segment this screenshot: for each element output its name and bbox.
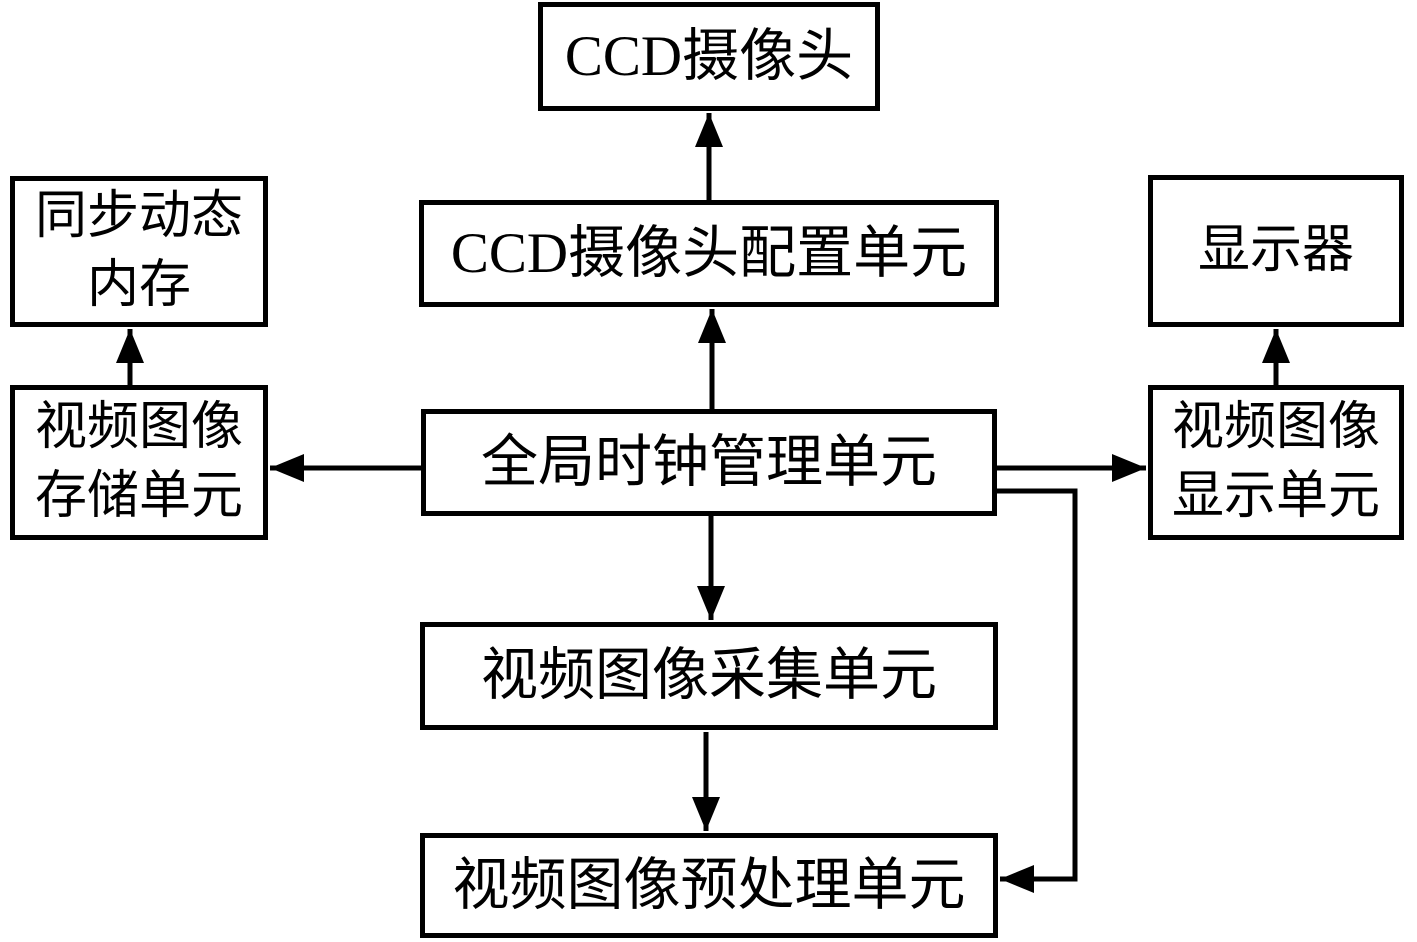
node-ccd-config-unit-label: CCD摄像头配置单元 (450, 221, 968, 285)
node-display-device-label: 显示器 (1197, 221, 1354, 279)
node-video-preprocess-unit: 视频图像预处理单元 (420, 833, 998, 938)
node-video-capture-unit-label: 视频图像采集单元 (481, 644, 937, 708)
node-video-capture-unit: 视频图像采集单元 (420, 622, 998, 730)
node-video-preprocess-unit-label: 视频图像预处理单元 (452, 853, 966, 917)
node-video-storage-unit: 视频图像 存储单元 (10, 385, 268, 540)
node-ccd-camera-label: CCD摄像头 (564, 24, 854, 88)
node-display-device: 显示器 (1148, 175, 1404, 327)
node-video-storage-unit-label: 视频图像 存储单元 (34, 398, 243, 525)
node-global-clock-unit: 全局时钟管理单元 (421, 409, 997, 516)
node-global-clock-unit-label: 全局时钟管理单元 (481, 430, 937, 494)
node-sdram-label: 同步动态 内存 (34, 187, 243, 314)
node-ccd-camera: CCD摄像头 (538, 2, 880, 111)
node-sdram: 同步动态 内存 (10, 176, 268, 327)
node-video-display-unit: 视频图像 显示单元 (1148, 385, 1404, 540)
connector-clock-to-preprocess-elbow (997, 488, 1078, 893)
node-video-display-unit-label: 视频图像 显示单元 (1171, 398, 1380, 525)
node-ccd-config-unit: CCD摄像头配置单元 (419, 200, 999, 307)
